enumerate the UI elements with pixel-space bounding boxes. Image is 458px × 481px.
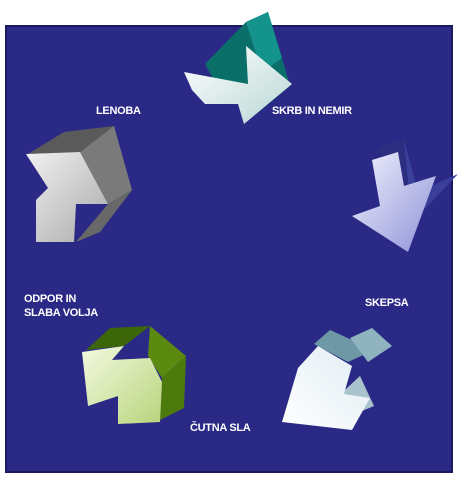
label-cutna-sla: ČUTNA SLA xyxy=(190,422,251,434)
arrow-odpor-in-slaba-volja xyxy=(82,326,186,424)
arrow-skepsa xyxy=(352,140,458,252)
label-lenoba: LENOBA xyxy=(96,105,141,117)
label-odpor-line-2: SLABA VOLJA xyxy=(24,307,98,319)
arrow-skrb-in-nemir xyxy=(184,12,292,124)
arrow-lenoba xyxy=(26,126,132,242)
label-odpor-line-1: ODPOR IN xyxy=(24,293,76,305)
label-skepsa: SKEPSA xyxy=(365,297,409,309)
label-skrb-in-nemir: SKRB IN NEMIR xyxy=(272,105,352,117)
label-odpor-in-slaba-volja: ODPOR IN SLABA VOLJA xyxy=(24,292,98,320)
arrow-cutna-sla xyxy=(282,328,392,430)
